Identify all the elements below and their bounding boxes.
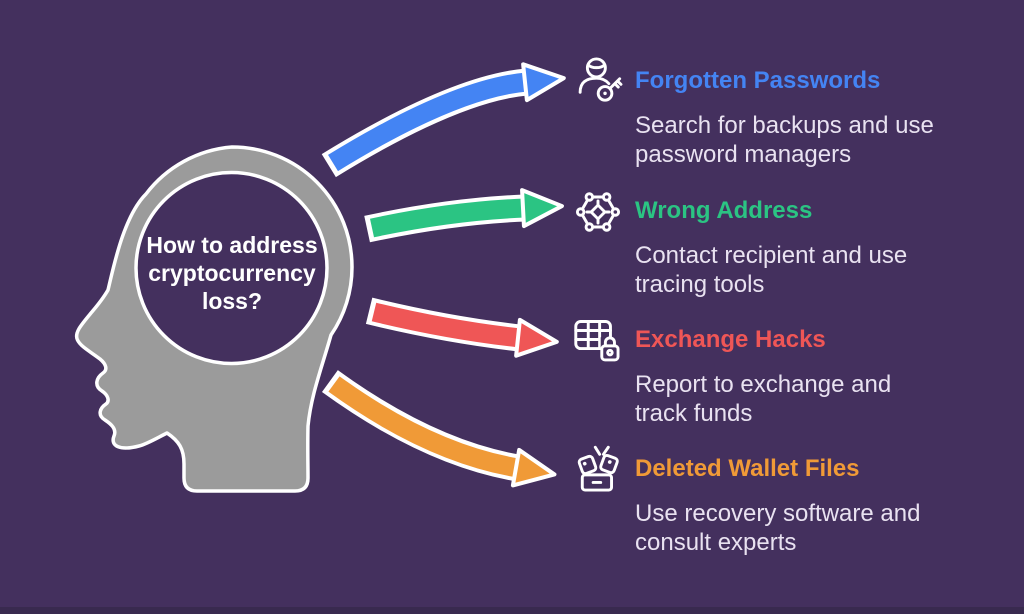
arrow-exchange-hacks bbox=[365, 297, 559, 358]
description-line: consult experts bbox=[635, 529, 797, 556]
item-title: Exchange Hacks bbox=[635, 326, 826, 353]
description-line: Contact recipient and use bbox=[635, 242, 908, 269]
database-lock-icon bbox=[574, 320, 620, 362]
arrow-wrong-address bbox=[364, 188, 564, 243]
arrow-deleted-wallet-files bbox=[321, 370, 557, 488]
description-line: tracing tools bbox=[635, 271, 765, 298]
item-deleted-wallet-files: Deleted Wallet Files Use recovery softwa… bbox=[572, 444, 992, 564]
description-line: Search for backups and use bbox=[635, 112, 934, 139]
user-key-icon bbox=[578, 57, 623, 102]
item-title: Forgotten Passwords bbox=[635, 67, 881, 94]
item-exchange-hacks: Exchange Hacks Report to exchange and tr… bbox=[572, 315, 992, 435]
item-description: Report to exchange and track funds bbox=[635, 370, 891, 428]
description-line: password managers bbox=[635, 141, 852, 168]
description-line: Report to exchange and bbox=[635, 371, 892, 398]
item-wrong-address: Wrong Address Contact recipient and use … bbox=[572, 186, 992, 306]
item-description: Search for backups and use password mana… bbox=[635, 111, 934, 169]
item-description: Use recovery software and consult expert… bbox=[635, 499, 920, 557]
arrow-forgotten-passwords bbox=[321, 62, 566, 178]
network-nodes-icon bbox=[575, 192, 621, 232]
item-title: Deleted Wallet Files bbox=[635, 455, 860, 482]
description-line: Use recovery software and bbox=[635, 500, 921, 527]
description-line: track funds bbox=[635, 400, 753, 427]
bottom-edge-bar bbox=[0, 607, 1024, 614]
item-description: Contact recipient and use tracing tools bbox=[635, 241, 907, 299]
item-forgotten-passwords: Forgotten Passwords Search for backups a… bbox=[572, 56, 992, 176]
brain-circle bbox=[134, 170, 329, 366]
central-question: How to address cryptocurrency loss? bbox=[146, 232, 318, 314]
deleted-wallet-icon bbox=[577, 445, 619, 492]
item-title: Wrong Address bbox=[635, 197, 813, 224]
